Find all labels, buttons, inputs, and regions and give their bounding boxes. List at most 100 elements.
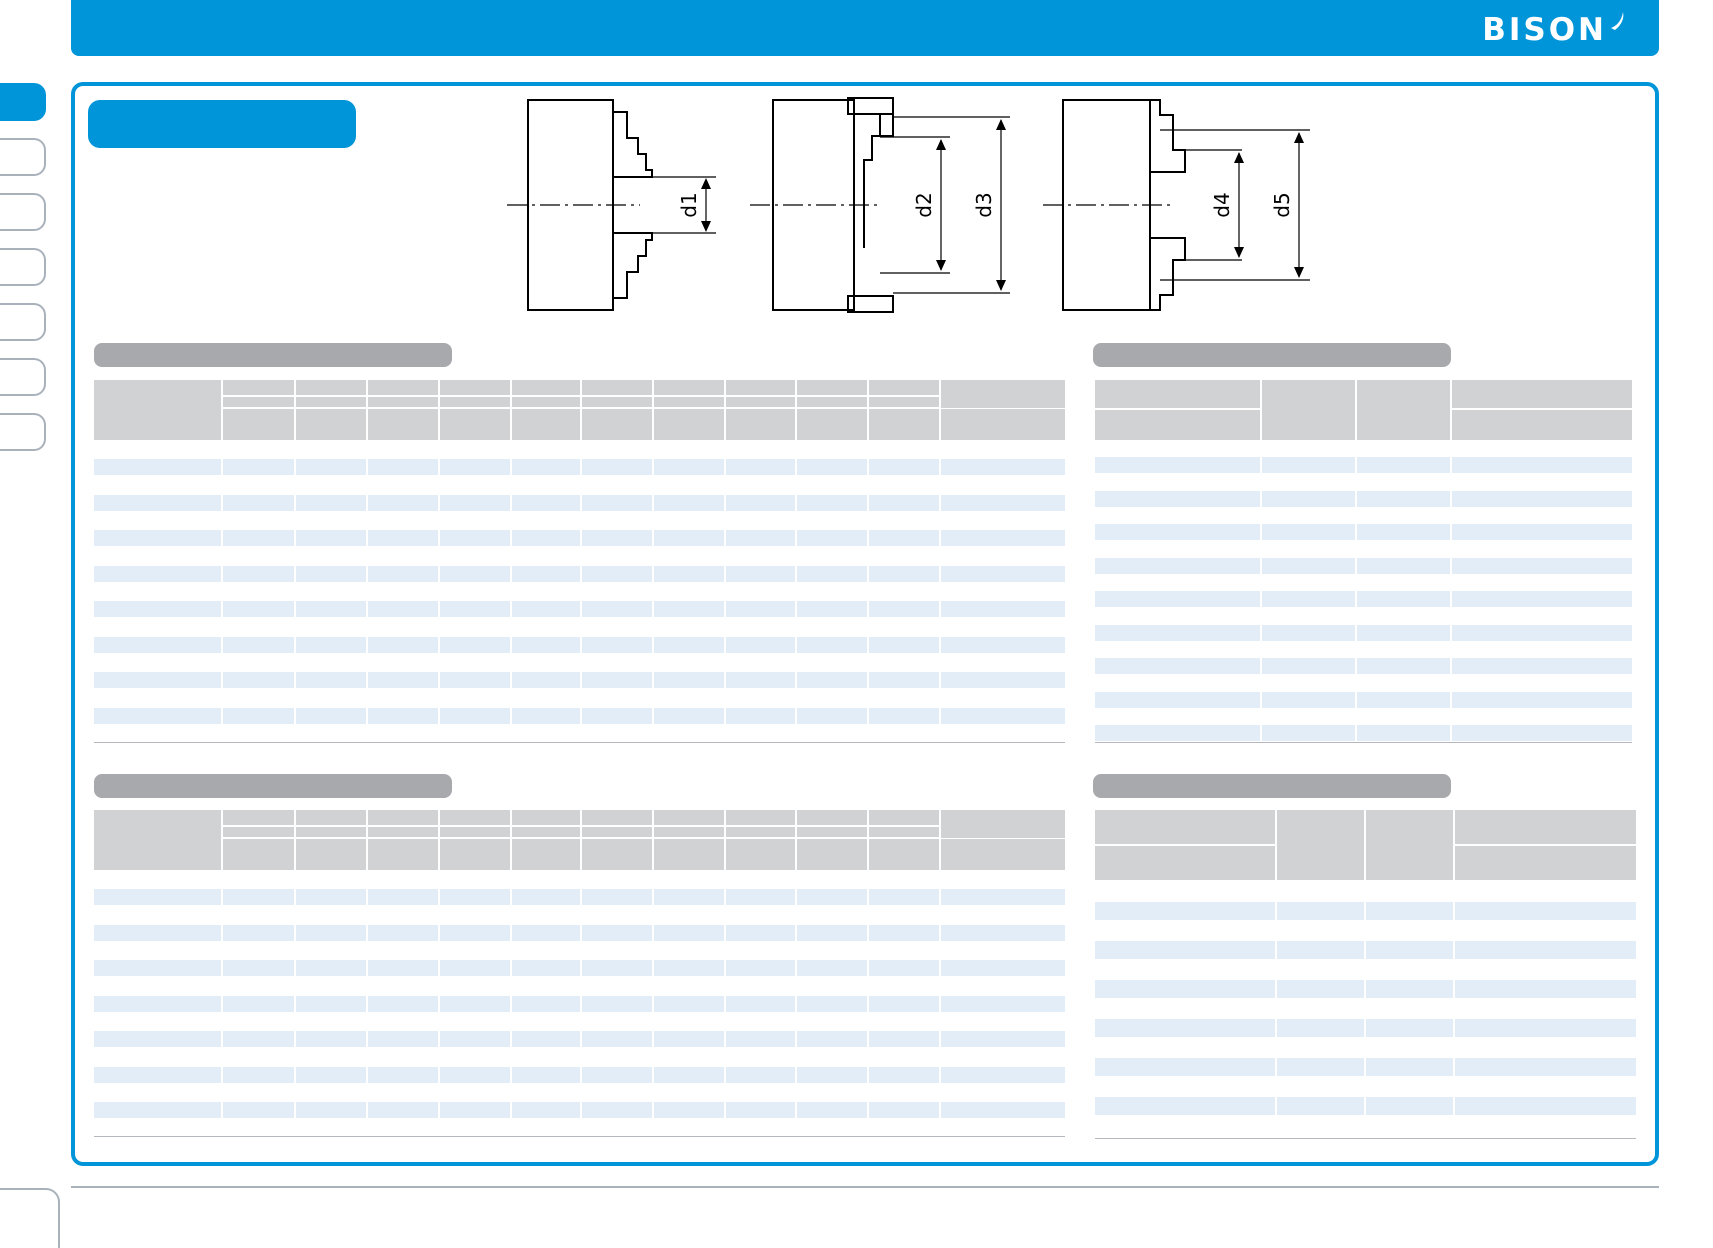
dim-label-d2: d2 [912,192,936,217]
page-corner-tab[interactable] [0,1188,60,1248]
side-tab-7[interactable] [0,413,46,451]
column-separator [1364,810,1366,1138]
dim-label-d1: d1 [677,192,701,217]
table-header-cell [223,827,580,837]
table-header-cell [582,409,652,440]
column-separator [510,810,512,1136]
table-header-cell [1452,410,1632,440]
column-separator [438,380,440,742]
column-separator [1260,380,1262,742]
side-tab-2[interactable] [0,138,46,176]
side-tab-6[interactable] [0,358,46,396]
dim-label-d4: d4 [1210,192,1234,217]
column-separator [366,810,368,1136]
column-separator [221,380,223,742]
side-tab-3[interactable] [0,193,46,231]
column-separator [294,810,296,1136]
table-header-cell [726,839,795,870]
column-separator [1450,380,1452,742]
table-row [1095,658,1632,674]
column-separator [580,810,582,1136]
section-pill-bottom-left [94,774,452,798]
column-separator [867,810,869,1136]
table-row [1095,625,1632,641]
table-row [1095,558,1632,574]
side-tab-1[interactable] [0,83,46,121]
table-bottom-left [94,810,1065,1137]
table-header-cell [941,810,1065,838]
table-header-cell [223,810,580,825]
column-separator [580,380,582,742]
section-pill-bottom-right [1093,774,1451,798]
table-header-cell [1095,810,1275,844]
table-header-cell [512,409,580,440]
side-tab-5[interactable] [0,303,46,341]
table-row [94,1102,1065,1118]
drawing-jaw-inside [750,97,1010,313]
column-separator [652,810,654,1136]
table-header-cell [582,810,939,825]
table-row [1095,524,1632,540]
table-row [94,960,1065,976]
table-row [1095,591,1632,607]
table-row [1095,725,1632,741]
table-header-cell [1262,380,1355,440]
drawing-jaw-reversed [1043,99,1310,311]
horn-icon [1611,12,1624,30]
table-header-cell [223,409,294,440]
column-separator [438,810,440,1136]
drawing-jaw-outside [507,99,716,311]
section-title-pill [88,100,356,148]
table-row [94,601,1065,617]
table-header-cell [941,409,1065,440]
table-header-cell [94,810,221,870]
table-row [94,566,1065,582]
table-header-cell [1452,380,1632,408]
table-row [1095,457,1632,473]
column-separator [1355,380,1357,742]
table-header-cell [582,380,939,395]
table-row [94,708,1065,724]
brand-text: BISON [1482,12,1607,48]
table-header-cell [223,397,580,407]
dim-label-d5: d5 [1270,192,1294,217]
table-header-cell [1455,810,1636,844]
table-top-left [94,380,1065,743]
table-row [94,1031,1065,1047]
table-header-cell [941,839,1065,870]
table-header-cell [797,839,867,870]
table-header-cell [440,409,510,440]
column-separator [724,810,726,1136]
table-header-cell [654,409,724,440]
column-separator [294,380,296,742]
table-header-cell [869,409,939,440]
column-separator [510,380,512,742]
table-header-cell [94,380,221,440]
table-row [94,495,1065,511]
content-frame [71,82,1659,1166]
side-tab-4[interactable] [0,248,46,286]
column-separator [1275,810,1277,1138]
table-row [94,530,1065,546]
table-header-cell [1095,846,1275,880]
table-row [94,996,1065,1012]
section-pill-top-left [94,343,452,367]
table-row [94,637,1065,653]
table-row [94,672,1065,688]
footer-divider [71,1186,1659,1188]
table-header-cell [726,409,795,440]
table-header-cell [223,380,580,395]
table-header-cell [296,839,366,870]
table-row [94,459,1065,475]
table-header-cell [223,839,294,870]
section-pill-top-right [1093,343,1451,367]
table-header-cell [869,839,939,870]
table-header-cell [654,839,724,870]
column-separator [724,380,726,742]
table-header-cell [368,409,438,440]
table-row [1095,491,1632,507]
table-header-cell [296,409,366,440]
table-row [1095,692,1632,708]
table-header-cell [582,827,939,837]
table-header-cell [1357,380,1450,440]
